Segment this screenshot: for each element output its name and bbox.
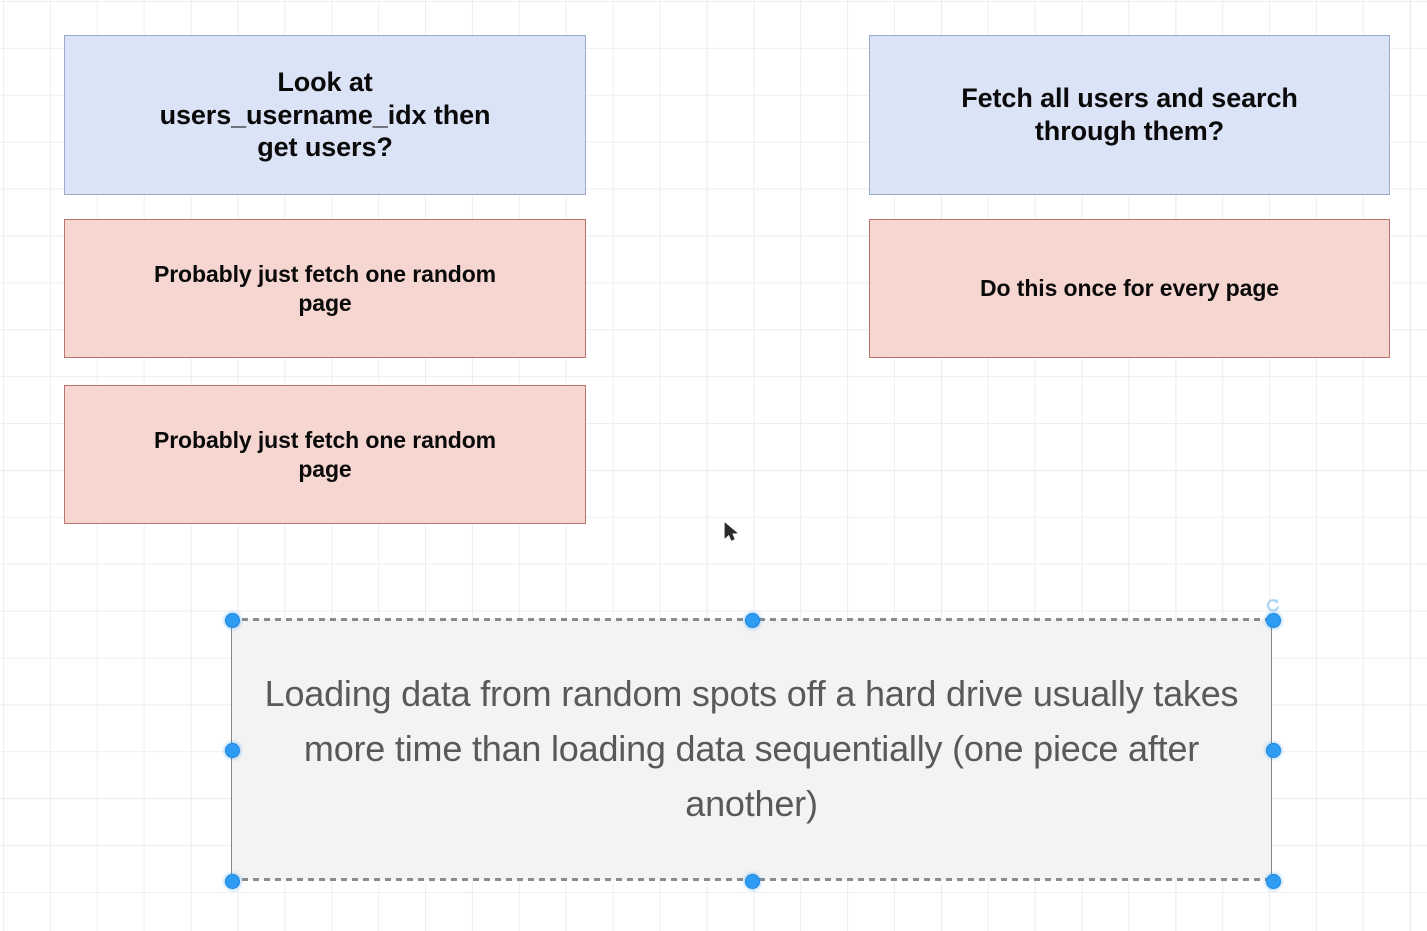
resize-handle-bottom-center[interactable] — [745, 873, 760, 889]
answer-random-page-label-2: Probably just fetch one random page — [153, 427, 497, 482]
resize-handle-top-center[interactable] — [745, 612, 760, 628]
question-fetch-all-label: Fetch all users and search through them? — [961, 83, 1298, 146]
rotate-handle[interactable] — [1263, 596, 1282, 615]
resize-handle-middle-left[interactable] — [224, 743, 240, 758]
resize-handle-top-right[interactable] — [1265, 612, 1281, 628]
resize-handle-bottom-left[interactable] — [224, 873, 240, 889]
resize-handle-middle-right[interactable] — [1265, 743, 1281, 758]
note-random-vs-sequential-label: Loading data from random spots off a har… — [264, 673, 1239, 824]
resize-handle-top-left[interactable] — [224, 612, 240, 628]
answer-random-page-box-2[interactable]: Probably just fetch one random page — [64, 385, 586, 524]
note-random-vs-sequential-selection[interactable]: Loading data from random spots off a har… — [224, 598, 1281, 889]
answer-every-page-label: Do this once for every page — [980, 275, 1279, 302]
mouse-pointer — [724, 522, 740, 544]
resize-handle-bottom-right[interactable] — [1265, 873, 1281, 889]
question-fetch-all-box[interactable]: Fetch all users and search through them? — [869, 35, 1390, 195]
question-index-lookup-label: Look at users_username_idx then get user… — [159, 66, 491, 163]
answer-every-page-box[interactable]: Do this once for every page — [869, 219, 1390, 358]
question-index-lookup-box[interactable]: Look at users_username_idx then get user… — [64, 35, 586, 195]
answer-random-page-label-1: Probably just fetch one random page — [153, 261, 497, 316]
note-random-vs-sequential-box[interactable]: Loading data from random spots off a har… — [231, 619, 1272, 880]
answer-random-page-box-1[interactable]: Probably just fetch one random page — [64, 219, 586, 358]
